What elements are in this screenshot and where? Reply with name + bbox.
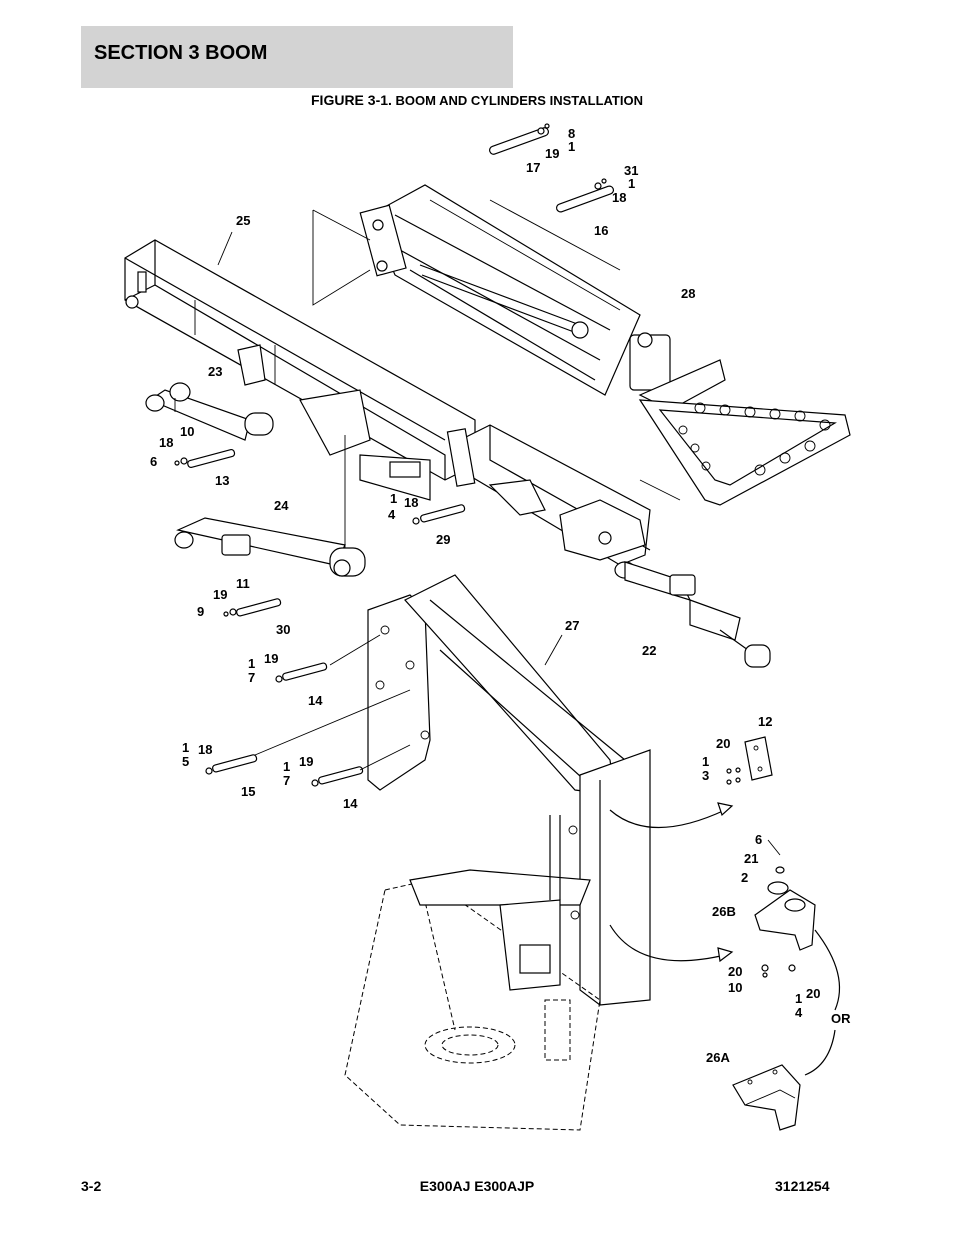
callout-18: 18 bbox=[404, 495, 418, 510]
callout-1: 1 bbox=[628, 176, 635, 191]
callout-23: 23 bbox=[208, 364, 222, 379]
callout-7: 7 bbox=[283, 773, 290, 788]
callout-14: 14 bbox=[308, 693, 323, 708]
callout-1: 1 bbox=[702, 754, 709, 769]
cylinder-24 bbox=[174, 517, 366, 617]
callout-4: 4 bbox=[795, 1005, 803, 1020]
bracket-26b bbox=[754, 839, 841, 1076]
callout-25: 25 bbox=[236, 213, 250, 228]
callout-13: 13 bbox=[215, 473, 229, 488]
callout-1: 1 bbox=[390, 491, 397, 506]
callout-or: OR bbox=[831, 1011, 851, 1026]
callout-30: 30 bbox=[276, 622, 290, 637]
callout-1: 1 bbox=[283, 759, 290, 774]
bracket-26a bbox=[732, 1064, 801, 1131]
callout-1: 1 bbox=[795, 991, 802, 1006]
figure-title-number: FIGURE 3-1. bbox=[311, 92, 392, 108]
callout-18: 18 bbox=[198, 742, 212, 757]
callout-8: 8 bbox=[568, 126, 575, 141]
lower-boom bbox=[205, 574, 734, 1006]
boom-tube bbox=[124, 231, 681, 570]
callout-3: 3 bbox=[702, 768, 709, 783]
callout-27: 27 bbox=[565, 618, 579, 633]
model-number: E300AJ E300AJP bbox=[419, 1178, 535, 1194]
callout-19: 19 bbox=[264, 651, 278, 666]
callout-5: 5 bbox=[182, 754, 189, 769]
callout-6: 6 bbox=[755, 832, 762, 847]
callout-22: 22 bbox=[642, 643, 656, 658]
callout-11: 11 bbox=[236, 576, 250, 591]
callout-12: 12 bbox=[758, 714, 772, 729]
callout-7: 7 bbox=[248, 670, 255, 685]
callout-4: 4 bbox=[388, 507, 396, 522]
pad-12 bbox=[726, 736, 773, 785]
figure-title: FIGURE 3-1. BOOM AND CYLINDERS INSTALLAT… bbox=[0, 92, 954, 108]
callout-17: 17 bbox=[526, 160, 540, 175]
section-header: SECTION 3 BOOM bbox=[81, 26, 513, 88]
cylinder-23 bbox=[145, 382, 274, 469]
callout-24: 24 bbox=[274, 498, 289, 513]
callout-15: 15 bbox=[241, 784, 255, 799]
page-number: 3-2 bbox=[81, 1178, 102, 1194]
pin-29 bbox=[420, 504, 466, 523]
upper-boom-assembly bbox=[312, 123, 851, 506]
callout-19: 19 bbox=[545, 146, 559, 161]
callout-29: 29 bbox=[436, 532, 450, 547]
callout-6: 6 bbox=[150, 454, 157, 469]
callout-21: 21 bbox=[744, 851, 758, 866]
callout-18: 18 bbox=[159, 435, 173, 450]
callout-20: 20 bbox=[806, 986, 820, 1001]
callout-14: 14 bbox=[343, 796, 358, 811]
cylinder-22 bbox=[614, 561, 771, 668]
callout-9: 9 bbox=[197, 604, 204, 619]
callout-10: 10 bbox=[728, 980, 742, 995]
callout-19: 19 bbox=[213, 587, 227, 602]
callout-20: 20 bbox=[716, 736, 730, 751]
turntable bbox=[344, 815, 601, 1131]
callout-18: 18 bbox=[612, 190, 626, 205]
callout-1: 1 bbox=[248, 656, 255, 671]
callout-26a: 26A bbox=[706, 1050, 730, 1065]
section-title: SECTION 3 BOOM bbox=[94, 42, 268, 64]
callout-19: 19 bbox=[299, 754, 313, 769]
callout-1: 1 bbox=[182, 740, 189, 755]
document-number: 3121254 bbox=[775, 1178, 830, 1194]
callout-28: 28 bbox=[681, 286, 695, 301]
callout-16: 16 bbox=[594, 223, 608, 238]
callout-1: 1 bbox=[568, 139, 575, 154]
callouts: 8 1 19 17 31 1 18 16 25 28 23 10 18 6 13… bbox=[150, 126, 851, 1065]
figure-title-text: BOOM AND CYLINDERS INSTALLATION bbox=[391, 93, 643, 108]
callout-31: 31 bbox=[624, 163, 638, 178]
callout-2: 2 bbox=[741, 870, 748, 885]
callout-26b: 26B bbox=[712, 904, 736, 919]
callout-10: 10 bbox=[180, 424, 194, 439]
callout-20: 20 bbox=[728, 964, 742, 979]
